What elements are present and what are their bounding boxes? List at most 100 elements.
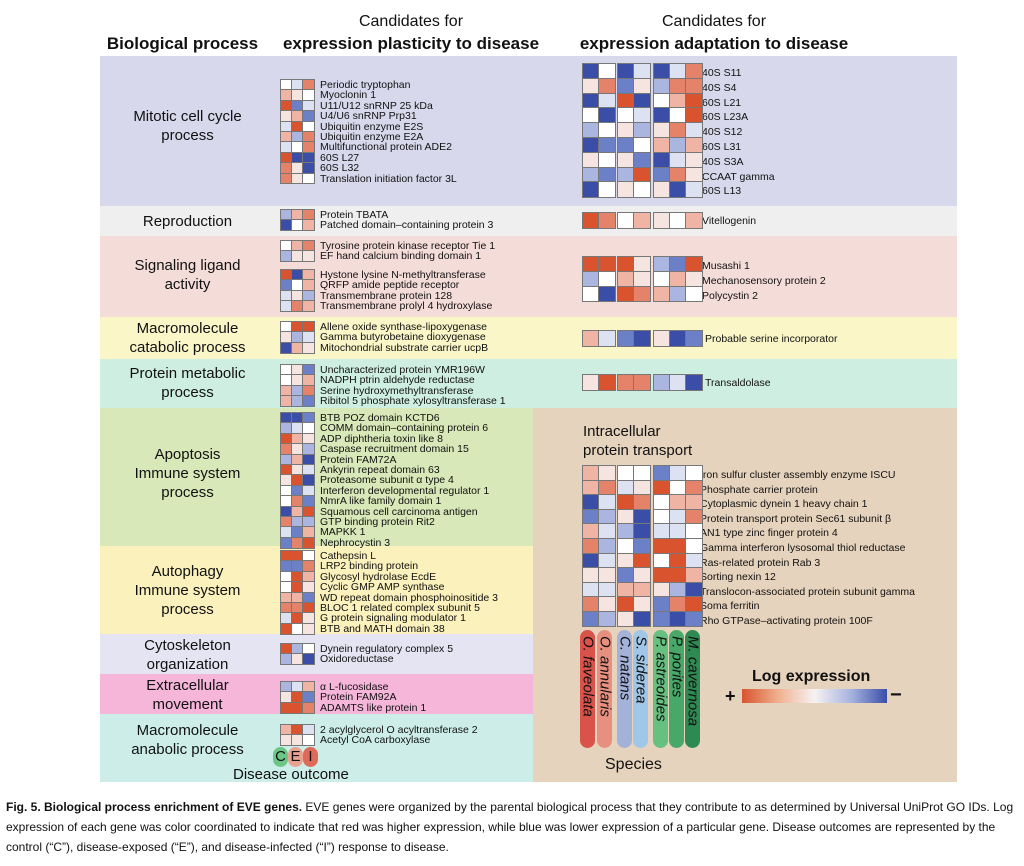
- heatmap-cell: [685, 508, 703, 525]
- heatmap-cell: [669, 464, 687, 482]
- heatmap-cell: [633, 610, 651, 628]
- heatmap-cell: [653, 552, 671, 569]
- process-label-cytoskeleton: Cytoskeleton organization: [144, 637, 231, 673]
- gene-label: Cyclic GMP AMP synthase: [320, 581, 445, 594]
- heatmap-cell: [617, 255, 635, 273]
- gene-list-signaling-b: Hystone lysine N-methyltransferase QRFP …: [320, 270, 492, 312]
- heatmap-cell: [302, 591, 315, 604]
- heatmap-cell: [291, 321, 304, 333]
- heatmap-cell: [291, 341, 304, 354]
- gene-label: Uncharacterized protein YMR196W: [320, 364, 485, 376]
- heatmap-cell: [685, 552, 703, 569]
- gene-label: Hystone lysine N-methyltransferase: [320, 269, 486, 281]
- heatmap-cell: [291, 99, 304, 112]
- heatmap-cell: [617, 596, 635, 613]
- heatmap-cell: [291, 516, 304, 528]
- heatmap-cell: [582, 464, 600, 482]
- band-protein-metabolic: [100, 359, 957, 408]
- heatmap-cell: [633, 552, 651, 569]
- heatmap-cell: [291, 172, 304, 185]
- heatmap-cell: [302, 331, 315, 344]
- heatmap-cell: [280, 734, 293, 747]
- heatmap-cell: [291, 364, 304, 376]
- gene-label: 60S L32: [320, 162, 360, 175]
- heatmap-cell: [582, 181, 600, 198]
- heatmap-cell: [291, 219, 304, 232]
- heatmap-cell: [653, 151, 671, 169]
- heatmap-cell: [302, 162, 315, 175]
- heatmap-cell: [280, 495, 293, 508]
- heatmap-cell: [302, 384, 315, 397]
- heatmap-cell: [653, 581, 671, 598]
- band-reproduction: [100, 206, 957, 236]
- heatmap-cell: [617, 77, 635, 95]
- heatmap-cell: [291, 505, 304, 518]
- gene-label: Musashi 1: [702, 260, 750, 272]
- gene-list-protein-metabolic: Uncharacterized protein YMR196W NADPH pt…: [320, 365, 506, 407]
- heatmap-cell: [291, 331, 304, 344]
- heatmap-cell: [669, 537, 687, 555]
- heatmap-cell: [280, 219, 293, 232]
- heatmap-cell: [669, 567, 687, 584]
- gene-label: NmrA like family domain 1: [320, 495, 442, 508]
- heatmap-cell: [291, 550, 304, 562]
- heatmap-cell: [633, 212, 651, 229]
- gene-label: QRFP amide peptide receptor: [320, 279, 460, 292]
- heatmap-cell: [685, 581, 703, 598]
- heatmap-cell: [633, 181, 651, 198]
- heatmap-cell: [685, 479, 703, 496]
- heatmap-cell: [302, 602, 315, 614]
- heatmap-cell: [685, 255, 703, 273]
- heatmap-cell: [280, 505, 293, 518]
- gene-label: Dynein regulatory complex 5: [320, 643, 454, 655]
- gene-label: Cathepsin L: [320, 550, 377, 562]
- heatmap-cell: [685, 494, 703, 511]
- gene-label: 40S S11: [702, 67, 742, 79]
- gene-label: Ubiquitin enzyme E2A: [320, 130, 424, 143]
- heatmap-cell: [302, 495, 315, 508]
- heatmap-cell: [617, 479, 635, 496]
- heatmap-cell: [280, 526, 293, 539]
- gene-label: α L-fucosidase: [320, 681, 389, 693]
- heatmap-cell: [669, 212, 687, 229]
- heatmap-cell: [617, 523, 635, 540]
- heatmap-cell: [669, 107, 687, 124]
- gene-label: Ribitol 5 phosphate xylosyltransferase 1: [320, 395, 506, 408]
- gene-label: Translocon-associated protein subunit ga…: [700, 585, 915, 598]
- heatmap-cell: [302, 570, 315, 583]
- heatmap-cell: [633, 136, 651, 154]
- figure-caption: Fig. 5. Biological process enrichment of…: [6, 797, 1016, 857]
- gene-label: Sorting nexin 12: [700, 571, 776, 584]
- heatmap-cell: [653, 494, 671, 511]
- heatmap-cell: [598, 181, 616, 198]
- intracellular-gene-list: Iron sulfur cluster assembly enzyme ISCU…: [700, 468, 915, 629]
- heatmap-cell: [302, 240, 315, 252]
- heatmap-cell: [302, 734, 315, 747]
- process-label-extracellular: Extracellular movement: [146, 677, 229, 713]
- intracellular-title-line2: protein transport: [583, 442, 693, 459]
- heatmap-cell: [633, 537, 651, 555]
- heatmap-cell: [302, 505, 315, 518]
- heatmap-cell: [653, 508, 671, 525]
- heatmap-cell: [598, 122, 616, 139]
- heatmap-cell: [582, 581, 600, 598]
- heatmap-cell: [617, 181, 635, 198]
- heatmap-cell: [302, 464, 315, 476]
- heatmap-cell: [280, 681, 293, 693]
- gene-label: 2 acylglycerol O acyltransferase 2: [320, 724, 478, 736]
- adaptation-header-line1: Candidates for: [661, 13, 767, 30]
- band-cytoskeleton: [100, 634, 533, 674]
- heatmap-cell: [280, 374, 293, 387]
- heatmap-cell: [633, 122, 651, 139]
- heatmap-cell: [617, 92, 635, 109]
- species-pill-c-natans: C. natans: [616, 630, 633, 748]
- heatmap-cell: [633, 596, 651, 613]
- heatmap-cell: [685, 136, 703, 154]
- heatmap-cell: [280, 120, 293, 133]
- gene-label: 60S L23A: [702, 111, 749, 124]
- heatmap-cell: [582, 479, 600, 496]
- heatmap-cell: [633, 567, 651, 584]
- gene-label: AN1 type zinc finger protein 4: [700, 527, 838, 540]
- heatmap-cell: [653, 255, 671, 273]
- heatmap-cell: [291, 422, 304, 435]
